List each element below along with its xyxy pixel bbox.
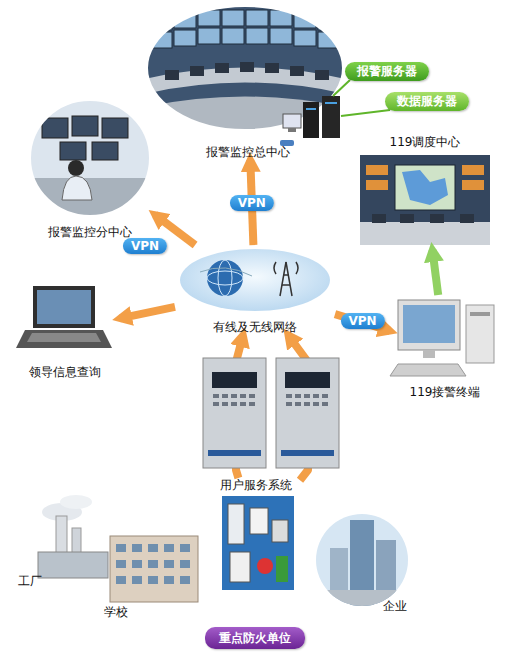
node-text: 119接警终端 [410,385,481,400]
node-text: 报警监控分中心 [48,225,132,240]
network-cloud [180,249,330,311]
control-center: 报警监控总中心 [150,5,345,160]
alarm-panel [276,358,339,468]
node-text: 用户服务系统 [220,478,292,493]
node-text: 有线及无线网络 [213,320,297,335]
laptop [16,286,112,348]
site-label: 学校 [104,604,128,621]
service-equipment [222,496,294,590]
server-tag: 报警服务器 [345,62,429,81]
alarm-terminal: 119接警终端 [390,295,500,400]
school-building [110,536,198,602]
server-rack [280,80,390,146]
alarm-panel [203,358,266,468]
network-hub: 有线及无线网络 [175,245,335,335]
laptop-station: 领导信息查询 [10,280,120,380]
vpn-tag: VPN [230,195,274,211]
dispatch-hall [360,155,490,245]
node-text: 119调度中心 [390,135,461,150]
vpn-tag: VPN [123,238,167,254]
office-tower [316,514,408,606]
site-label: 企业 [383,598,407,615]
sub-center-room [28,98,153,218]
node-text: 重点防火单位 [219,631,291,646]
dispatch-center: 119调度中心 [355,135,495,250]
flow-arrow [432,250,438,295]
computer-terminal [390,300,494,376]
site-label: 工厂 [18,573,42,590]
node-text: 报警监控总中心 [206,145,290,160]
group-tag: 重点防火单位 [205,627,305,649]
sub-center: 报警监控分中心 [25,92,155,240]
factory-building [38,495,108,578]
flow-arrow [120,307,175,319]
user-service: 用户服务系统 [212,478,300,594]
vpn-tag: VPN [340,313,384,329]
server-tag: 数据服务器 [385,92,469,111]
node-text: 领导信息查询 [29,365,101,380]
node-text: 报警服务器 [357,64,417,79]
node-text: 数据服务器 [397,94,457,109]
